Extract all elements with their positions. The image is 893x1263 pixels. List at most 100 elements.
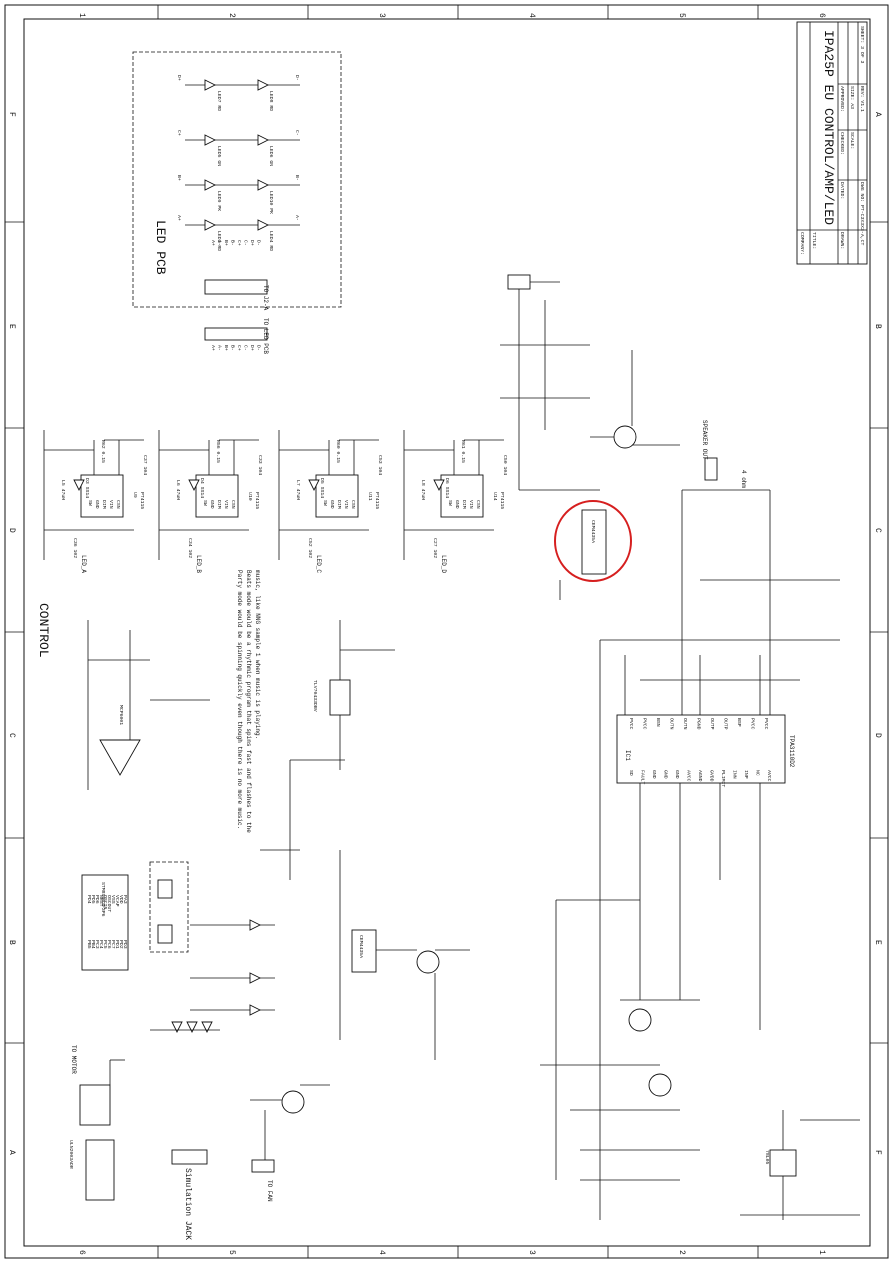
mcu-pin-label: PD5 xyxy=(90,895,96,904)
d11-diode-icon xyxy=(186,1021,198,1034)
reg-res: R61 0.15 xyxy=(460,440,466,463)
reg-inductor: L6 47uH xyxy=(175,480,181,500)
mcu-pin-label: VDD xyxy=(118,895,124,904)
ic1-pin-left: AGND xyxy=(697,770,703,782)
mcu-pin-label: PC3 xyxy=(94,940,100,949)
tpa3110-ic xyxy=(616,714,786,784)
reg-inductor: L7 47uH xyxy=(295,480,301,500)
reg-pin-label: SW xyxy=(447,500,453,506)
top-num-4: 4 xyxy=(527,13,536,18)
mcu-pin-label: PC4 xyxy=(98,940,104,949)
mcu-pin-label: PD2 xyxy=(118,940,124,949)
top-num-5: 5 xyxy=(677,13,686,18)
reg-res: R56 0.15 xyxy=(215,440,221,463)
ic1-pin-right: BSN xyxy=(655,718,661,727)
scale-label: SCALE: xyxy=(849,132,855,149)
title-text: IPA25P EU CONTROL/AMP/LED xyxy=(821,30,836,225)
mcu-pin-label: OSCOUT xyxy=(106,895,112,912)
party-note-line2: Beats mode would be a rhythmic program t… xyxy=(245,570,252,833)
ic1-pin-left: GND xyxy=(663,770,669,779)
mcu-pin-label: PB4 xyxy=(90,940,96,949)
speaker-connector xyxy=(704,457,718,481)
reg-diode: D4 SS14 xyxy=(199,478,205,498)
ic1-pin-left: INN xyxy=(732,770,738,779)
mcu-pin-label: PC7 xyxy=(110,940,116,949)
ic1-pin-right: PVCC xyxy=(628,718,634,730)
pt4115-ic xyxy=(440,474,484,518)
control-label: CONTROL xyxy=(36,603,51,658)
mcu-pin-label: PD6 xyxy=(94,895,100,904)
reg-inductor: L5 47uH xyxy=(60,480,66,500)
zone-dividers xyxy=(5,5,888,1258)
to-motor-label: TO MOTOR xyxy=(70,1045,77,1074)
u12-regulator xyxy=(329,679,351,716)
ic1-pin-right: OUTN xyxy=(682,718,688,730)
led-diode-icon xyxy=(257,219,270,231)
limit-switch-box xyxy=(149,861,189,953)
party-note-line1: Party mode would be spinning quickly eve… xyxy=(236,570,243,829)
size-label: SIZE: A3 xyxy=(849,86,855,109)
led-diode-icon xyxy=(204,219,217,231)
reg-part: PT4115 xyxy=(374,492,380,509)
uln2003-driver xyxy=(85,1139,115,1201)
mcu-u7 xyxy=(81,874,129,971)
connector-to-led-pcb: TO LED PCB xyxy=(204,318,269,354)
cem4435a-part-top: CEM4435A xyxy=(590,520,596,543)
ss14-diode-icon xyxy=(188,479,200,492)
mcu-pin-label: PC5 xyxy=(102,940,108,949)
d10-diode-icon xyxy=(171,1021,183,1034)
connector-pin-label: D- xyxy=(256,345,262,351)
connector-pin-label: D- xyxy=(256,240,262,246)
ic1-pin-left: AVCC xyxy=(766,770,772,782)
reg-res: R60 0.15 xyxy=(335,440,341,463)
rev-label: REV: V1.1 xyxy=(859,86,865,112)
ic1-pin-right: PVCC xyxy=(642,718,648,730)
led-ref-label: LED9 PK xyxy=(216,191,222,211)
mcu-pin-label: PC6 xyxy=(106,940,112,949)
party-note-line3: music, like NNG sample 1 when music is p… xyxy=(254,570,261,739)
ic1-pin-right: OUTP xyxy=(723,718,729,730)
highlight-circle xyxy=(554,500,632,582)
connector-pin-label: B+ xyxy=(223,345,229,351)
fan-connector xyxy=(251,1159,275,1173)
speaker-out-label: SPEAKER OUT xyxy=(701,420,708,460)
checked-label: CHECKED: xyxy=(839,132,845,155)
connector-pin-label: A+ xyxy=(210,345,216,351)
led-pin-label: D+ xyxy=(176,75,182,81)
ic1-pin-left: SD xyxy=(628,770,634,776)
reg-diode: D6 SS14 xyxy=(444,478,450,498)
right-letter-e: E xyxy=(873,940,882,945)
inner-frame xyxy=(23,18,871,1247)
reg-pin-label: CSN xyxy=(475,500,481,509)
connector-pin-label: B- xyxy=(230,240,236,246)
connector-pin-label: C- xyxy=(243,345,249,351)
right-letter-f: F xyxy=(873,1150,882,1155)
pt4115-ic xyxy=(80,474,124,518)
reg-pin-label: DIM xyxy=(101,500,107,509)
led-pcb-section: LED PCB TO J2-A xyxy=(132,51,342,311)
drawn-label: DRAWN: xyxy=(839,232,845,249)
q1-transistor xyxy=(281,1090,305,1114)
left-letter-a: A xyxy=(7,1150,16,1155)
led-pin-label: B- xyxy=(294,175,300,181)
u15-part: 78L05 xyxy=(764,1150,770,1165)
ic1-pin-right: OUTN xyxy=(669,718,675,730)
cem4435a-lower xyxy=(351,929,377,973)
reg-ref: U14 xyxy=(492,492,498,501)
ic1-pin-left: GVDD xyxy=(709,770,715,782)
left-letter-e: E xyxy=(7,324,16,329)
right-letter-d: D xyxy=(873,733,882,738)
reg-ref: U10 xyxy=(247,492,253,501)
reg-net: LED_B xyxy=(195,555,202,573)
ss14-diode-icon xyxy=(433,479,445,492)
amp-section: CEM4435A SPEAKER OUT 4 ohm IC1 TPA3110D2… xyxy=(500,274,860,1220)
ic1-part: TPA3110D2 xyxy=(788,735,795,768)
right-letter-a: A xyxy=(873,112,882,117)
sheet-label: SHEET: 3 OF 3 xyxy=(859,26,865,64)
reg-pin-label: DIM xyxy=(461,500,467,509)
led-diode-icon xyxy=(257,179,270,191)
q5-transistor xyxy=(648,1073,672,1097)
